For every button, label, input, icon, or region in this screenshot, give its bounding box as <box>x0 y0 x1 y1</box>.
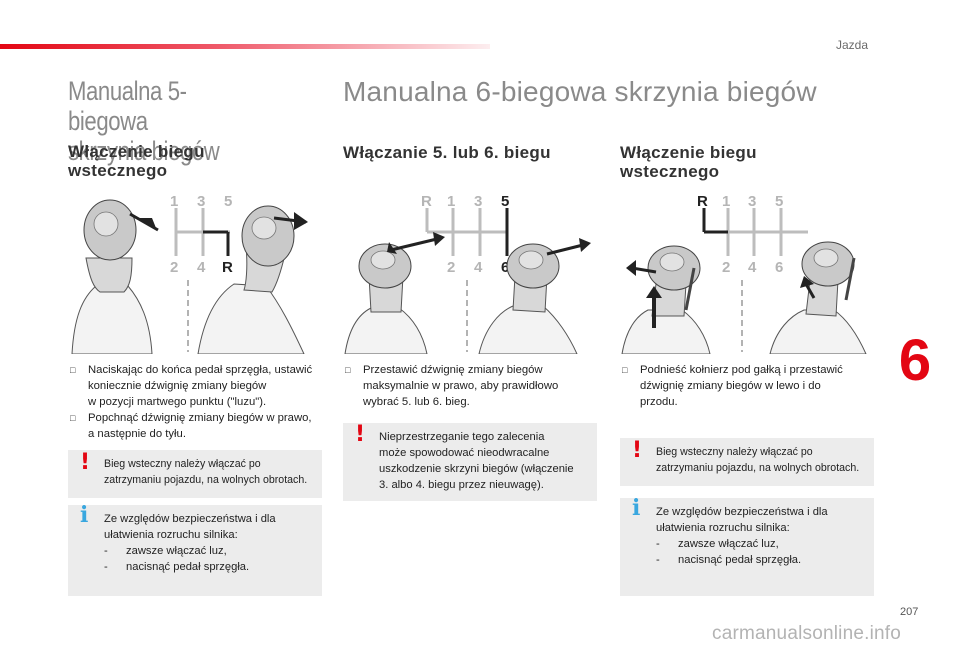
square-bullet-icon: □ <box>345 365 351 375</box>
info-list-item: -nacisnąć pedał sprzęgła. <box>656 554 802 566</box>
page-number: 207 <box>900 606 919 618</box>
exclamation-warning-icon: ! <box>632 438 643 463</box>
right-gear-label-top-1: R <box>697 193 708 210</box>
info-icon: i <box>632 495 641 521</box>
warning-line: Bieg wsteczny należy włączać po <box>656 446 813 458</box>
right-gear-label-top-4: 5 <box>775 193 783 210</box>
left-gear-label-bottom-3: R <box>222 259 233 276</box>
info-line: ułatwienia rozruchu silnika: <box>104 529 238 541</box>
left-gear-label-bottom-2: 4 <box>197 259 206 276</box>
info-line: ułatwienia rozruchu silnika: <box>656 522 790 534</box>
left-warning-box: ! Bieg wsteczny należy włączać po zatrzy… <box>68 450 322 498</box>
square-bullet-icon: □ <box>70 413 76 423</box>
info-line: Ze względów bezpieczeństwa i dla <box>656 506 828 518</box>
left-gear-label-top-1: 1 <box>170 193 178 210</box>
right-warning-box: ! Bieg wsteczny należy włączać po zatrzy… <box>620 438 874 486</box>
gear-knob-icon <box>478 238 591 354</box>
gear-knob-icon <box>71 199 159 354</box>
right-gear-label-bottom-2: 4 <box>748 259 757 276</box>
list-item-line: Naciskając do końca pedał sprzęgła, usta… <box>88 364 313 376</box>
list-item-line: koniecznie dźwignię zmiany biegów <box>88 380 267 392</box>
list-item: □ Naciskając do końca pedał sprzęgła, us… <box>68 362 328 410</box>
left-shift-pattern-diagram: 1 3 5 2 4 R <box>170 193 233 276</box>
middle-gear-label-bottom-1: 2 <box>447 259 455 276</box>
left-gear-label-top-3: 5 <box>224 193 232 210</box>
middle-gear-label-top-3: 3 <box>474 193 482 210</box>
warning-line: Nieprzestrzeganie tego zalecenia <box>379 431 545 443</box>
middle-gear-label-top-2: 1 <box>447 193 455 210</box>
chapter-number: 6 <box>898 328 932 393</box>
list-item: □ Przestawić dźwignię zmiany biegów maks… <box>343 362 597 410</box>
left-title-line1: Manualna 5-biegowa <box>68 76 187 136</box>
section-label: Jazda <box>836 38 869 52</box>
info-line: Ze względów bezpieczeństwa i dla <box>104 513 276 525</box>
info-list-item: -zawsze włączać luz, <box>656 538 779 550</box>
warning-line: zatrzymaniu pojazdu, na wolnych obrotach… <box>104 474 308 486</box>
left-subtitle-line1: Włączenie biegu <box>68 142 205 161</box>
middle-shift-pattern-diagram: R 1 3 5 2 4 6 <box>421 193 509 276</box>
list-item: □ Podnieść kołnierz pod gałką i przestaw… <box>620 362 874 410</box>
middle-warning-box: ! Nieprzestrzeganie tego zalecenia może … <box>343 423 597 501</box>
left-info-box: i Ze względów bezpieczeństwa i dla ułatw… <box>68 502 322 596</box>
middle-gear-label-top-1: R <box>421 193 432 210</box>
square-bullet-icon: □ <box>622 365 628 375</box>
gear-knob-icon <box>197 205 308 354</box>
left-title: Manualna 5-biegowa skrzynia biegów <box>68 76 248 166</box>
list-item-line: wybrać 5. lub 6. bieg. <box>363 396 470 408</box>
exclamation-warning-icon: ! <box>80 450 91 475</box>
right-subtitle: Włączenie biegu wstecznego <box>620 143 757 181</box>
right-gear-label-top-3: 3 <box>748 193 756 210</box>
right-gearshift-illustration: R 1 3 5 2 4 6 <box>621 193 867 354</box>
warning-line: uszkodzenie skrzyni biegów (włączenie <box>379 463 574 475</box>
list-item-line: dźwignię zmiany biegów w lewo i do <box>640 380 821 392</box>
left-subtitle-line2: wstecznego <box>68 161 168 180</box>
right-gear-label-top-2: 1 <box>722 193 730 210</box>
middle-instructions: □ Przestawić dźwignię zmiany biegów maks… <box>343 362 597 410</box>
warning-line: zatrzymaniu pojazdu, na wolnych obrotach… <box>656 462 860 474</box>
list-item-line: Podnieść kołnierz pod gałką i przestawić <box>640 364 843 376</box>
gear-knob-icon <box>344 232 445 354</box>
info-list-item: -zawsze włączać luz, <box>104 545 227 557</box>
list-item-line: a następnie do tyłu. <box>88 428 186 440</box>
header-accent-bar <box>0 44 490 49</box>
right-subtitle-line1: Włączenie biegu <box>620 143 757 162</box>
exclamation-warning-icon: ! <box>355 422 366 447</box>
right-gear-label-bottom-3: 6 <box>775 259 783 276</box>
list-item: □ Popchnąć dźwignię zmiany biegów w praw… <box>68 410 328 442</box>
square-bullet-icon: □ <box>70 365 76 375</box>
middle-gear-label-bottom-3: 6 <box>501 259 509 276</box>
list-item-line: w pozycji martwego punktu ("luzu"). <box>88 396 267 408</box>
info-icon: i <box>80 502 89 528</box>
right-shift-pattern-diagram: R 1 3 5 2 4 6 <box>697 193 808 276</box>
right-instructions: □ Podnieść kołnierz pod gałką i przestaw… <box>620 362 874 410</box>
gear-knob-icon <box>621 245 711 354</box>
gear-knob-icon <box>769 241 867 354</box>
list-item-line: przodu. <box>640 396 678 408</box>
watermark: carmanualsonline.info <box>712 623 902 644</box>
page-title: Manualna 6-biegowa skrzynia biegów <box>343 76 817 107</box>
list-item-line: Popchnąć dźwignię zmiany biegów w prawo, <box>88 412 312 424</box>
left-instructions: □ Naciskając do końca pedał sprzęgła, us… <box>68 362 328 442</box>
warning-line: 3. albo 4. biegu przez nieuwagę). <box>379 479 544 491</box>
left-gearshift-illustration: 1 3 5 2 4 R <box>71 193 308 354</box>
left-title-line2: skrzynia biegów <box>68 136 220 166</box>
left-subtitle: Włączenie biegu wstecznego <box>68 142 205 180</box>
warning-line: może spowodować nieodwracalne <box>379 447 550 459</box>
middle-gearshift-illustration: R 1 3 5 2 4 6 <box>344 193 591 354</box>
right-gear-label-bottom-1: 2 <box>722 259 730 276</box>
middle-gear-label-bottom-2: 4 <box>474 259 483 276</box>
left-gear-label-top-2: 3 <box>197 193 205 210</box>
left-gear-label-bottom-1: 2 <box>170 259 178 276</box>
warning-line: Bieg wsteczny należy włączać po <box>104 458 261 470</box>
middle-gear-label-top-4: 5 <box>501 193 509 210</box>
right-subtitle-line2: wstecznego <box>620 162 720 181</box>
info-list-item: -nacisnąć pedał sprzęgła. <box>104 561 250 573</box>
middle-subtitle: Włączanie 5. lub 6. biegu <box>343 143 551 162</box>
list-item-line: Przestawić dźwignię zmiany biegów <box>363 364 543 376</box>
right-info-box: i Ze względów bezpieczeństwa i dla ułatw… <box>620 495 874 596</box>
list-item-line: maksymalnie w prawo, aby prawidłowo <box>363 380 559 392</box>
